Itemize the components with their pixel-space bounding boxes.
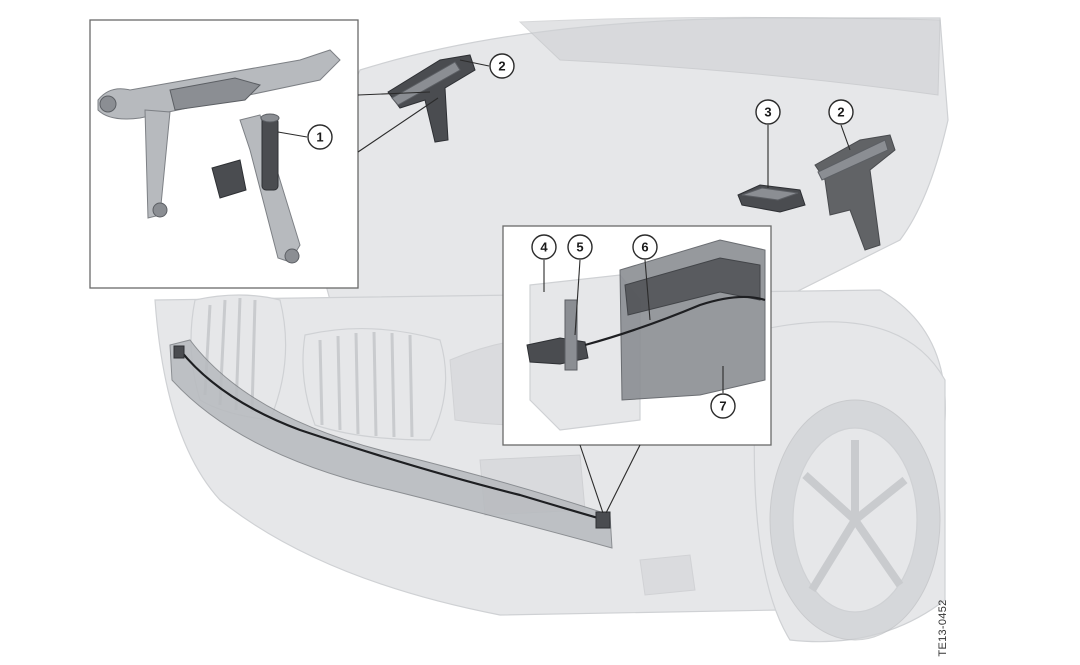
pyrotechnic-actuator bbox=[261, 117, 279, 191]
hood-hinge-left bbox=[387, 54, 476, 143]
svg-text:3: 3 bbox=[764, 105, 771, 120]
kidney-grille bbox=[190, 294, 447, 441]
callout-3: 3 bbox=[755, 99, 781, 125]
callout-1: 1 bbox=[307, 124, 333, 150]
callout-6: 6 bbox=[632, 234, 658, 260]
control-unit bbox=[737, 184, 806, 213]
cable-connector-left bbox=[173, 345, 185, 359]
svg-text:6: 6 bbox=[641, 240, 648, 255]
sensor-cable bbox=[179, 349, 606, 522]
inset-sensor-detail bbox=[502, 225, 772, 446]
callout-7: 7 bbox=[710, 393, 736, 419]
callout-5: 5 bbox=[567, 234, 593, 260]
callout-2-right: 2 bbox=[828, 99, 854, 125]
svg-text:5: 5 bbox=[576, 240, 583, 255]
svg-text:2: 2 bbox=[498, 59, 505, 74]
bumper-carrier bbox=[169, 339, 613, 549]
wheel-spokes bbox=[802, 440, 908, 593]
vehicle-illustration bbox=[154, 16, 949, 643]
callout-2-left: 2 bbox=[489, 53, 515, 79]
inset2-leader-right bbox=[605, 444, 641, 514]
svg-text:1: 1 bbox=[316, 130, 323, 145]
document-code-text: TE13-0452 bbox=[937, 599, 949, 657]
document-code: TE13-0452 bbox=[928, 598, 958, 658]
inset-hinge-detail bbox=[89, 19, 359, 289]
svg-text:7: 7 bbox=[719, 399, 726, 414]
svg-text:4: 4 bbox=[540, 240, 548, 255]
callout-4: 4 bbox=[531, 234, 557, 260]
cable-connector-right bbox=[595, 511, 611, 529]
inset-leader-top bbox=[357, 91, 431, 96]
inset-leader-bottom bbox=[357, 97, 439, 153]
inset2-leader-left bbox=[579, 444, 604, 514]
hood-hinge-right bbox=[814, 134, 896, 251]
svg-text:2: 2 bbox=[837, 105, 844, 120]
